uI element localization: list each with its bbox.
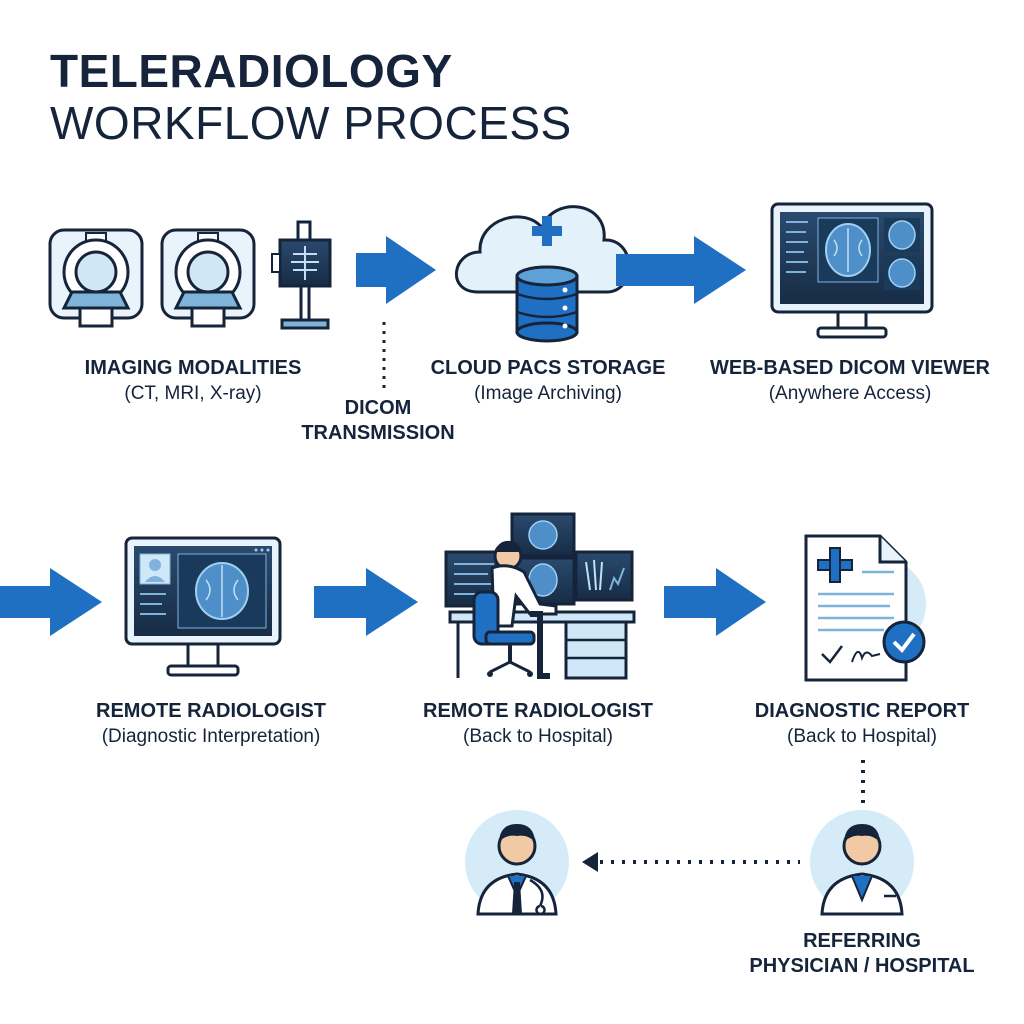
doctor-avatar-icon xyxy=(465,810,569,916)
step-subtitle: (Anywhere Access) xyxy=(768,383,932,404)
step-title: IMAGING MODALITIES xyxy=(84,357,302,379)
monitor-icon xyxy=(770,202,934,339)
transmission-label: DICOM TRANSMISSION xyxy=(301,396,454,446)
arrow-icon xyxy=(616,236,746,304)
monitor-icon xyxy=(124,536,282,677)
arrow-icon xyxy=(0,568,102,636)
referring-line-2: PHYSICIAN / HOSPITAL xyxy=(749,955,975,977)
step-label: DIAGNOSTIC REPORT (Back to Hospital) xyxy=(755,699,969,750)
referring-label: REFERRING PHYSICIAN / HOSPITAL xyxy=(749,929,974,979)
step-label: WEB-BASED DICOM VIEWER (Anywhere Access) xyxy=(710,356,990,407)
arrowhead-icon xyxy=(582,852,598,872)
ct-scanner-icon xyxy=(48,228,144,328)
step-title: DIAGNOSTIC REPORT xyxy=(754,700,970,722)
step-label: REMOTE RADIOLOGIST (Back to Hospital) xyxy=(423,699,653,750)
step-subtitle: (Diagnostic Interpretation) xyxy=(101,726,321,747)
cloud-database-icon xyxy=(454,205,631,343)
step-title: REMOTE RADIOLOGIST xyxy=(96,700,326,722)
mri-scanner-icon xyxy=(160,228,256,328)
radiologist-workstation-icon xyxy=(444,512,636,680)
transmission-line-2: TRANSMISSION xyxy=(301,422,455,444)
referring-physician-avatar-icon xyxy=(810,810,914,916)
step-title: REMOTE RADIOLOGIST xyxy=(423,700,653,722)
step-label: CLOUD PACS STORAGE (Image Archiving) xyxy=(431,356,666,407)
step-label: IMAGING MODALITIES (CT, MRI, X-ray) xyxy=(85,356,302,407)
arrow-icon xyxy=(314,568,418,636)
report-icon xyxy=(804,534,926,682)
page-title: TELERADIOLOGY xyxy=(50,45,453,97)
x-ray-icon xyxy=(271,220,332,330)
step-subtitle: (CT, MRI, X-ray) xyxy=(124,383,262,404)
step-subtitle: (Back to Hospital) xyxy=(787,726,937,747)
transmission-line-1: DICOM xyxy=(344,397,412,419)
step-subtitle: (Back to Hospital) xyxy=(463,726,613,747)
arrow-icon xyxy=(664,568,766,636)
step-subtitle: (Image Archiving) xyxy=(474,383,622,404)
step-title: CLOUD PACS STORAGE xyxy=(430,357,666,379)
step-label: REMOTE RADIOLOGIST (Diagnostic Interpret… xyxy=(96,699,326,750)
step-title: WEB-BASED DICOM VIEWER xyxy=(710,357,990,379)
page-subtitle: WORKFLOW PROCESS xyxy=(50,97,572,149)
referring-line-1: REFERRING xyxy=(803,930,921,952)
arrow-icon xyxy=(356,236,436,304)
